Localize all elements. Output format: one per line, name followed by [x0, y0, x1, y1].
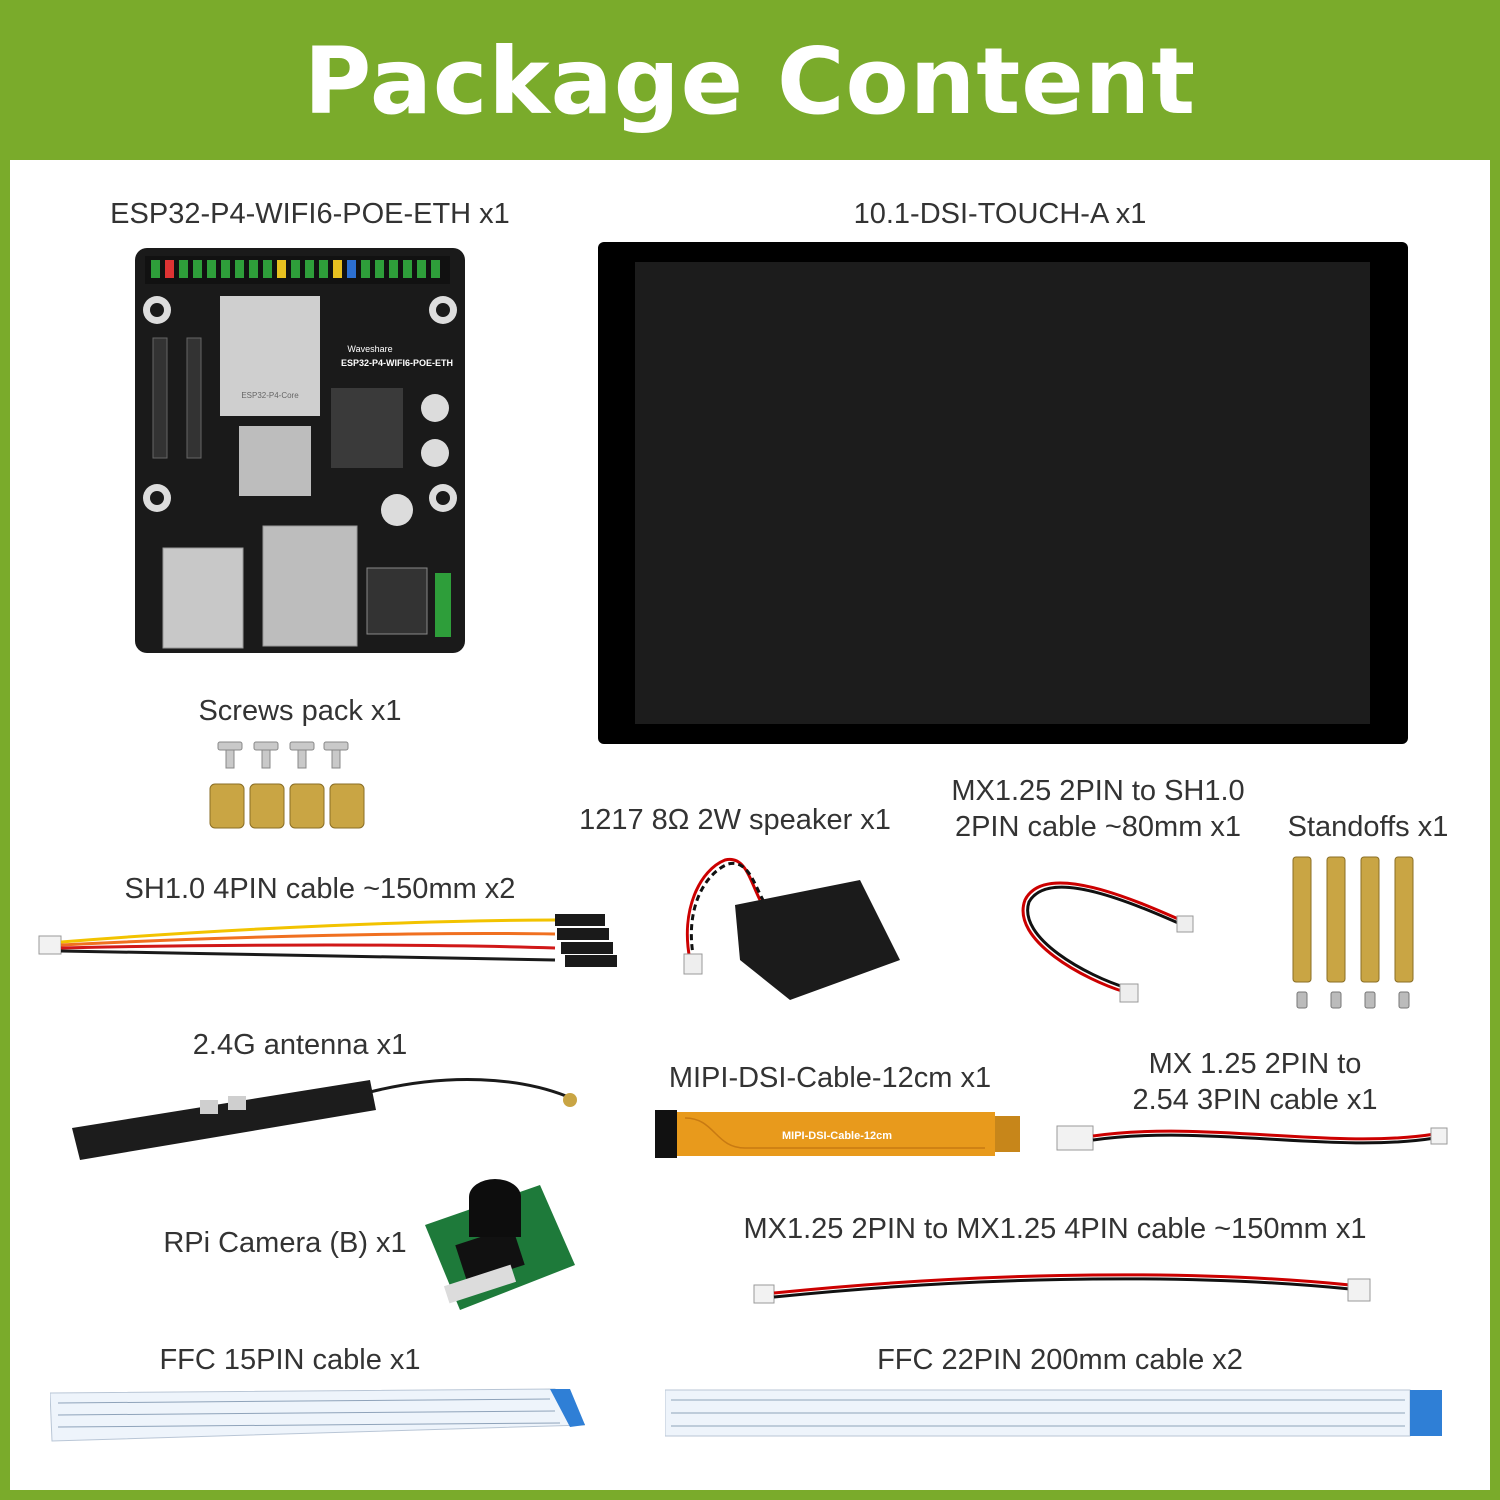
mx-254-cable-image — [1055, 1120, 1450, 1156]
speaker-label: 1217 8Ω 2W speaker x1 — [579, 804, 891, 836]
mx-254-cable-label-line1: MX 1.25 2PIN to — [1148, 1048, 1362, 1080]
mx-sh-cable-image — [1015, 860, 1205, 1010]
mx-sh-cable-label-line1: MX1.25 2PIN to SH1.0 — [951, 775, 1245, 807]
mipi-dsi-cable-image: MIPI-DSI-Cable-12cm — [655, 1108, 1020, 1160]
sh-cable-label: SH1.0 4PIN cable ~150mm x2 — [124, 873, 516, 905]
camera-image — [415, 1175, 580, 1315]
mx-254-cable-label-line2: 2.54 3PIN cable x1 — [1132, 1084, 1378, 1116]
board-model-text: ESP32-P4-WIFI6-POE-ETH — [341, 358, 453, 368]
esp32-board-image: Waveshare ESP32-P4-WIFI6-POE-ETH ESP32-P… — [135, 248, 465, 653]
mx-4pin-cable-label: MX1.25 2PIN to MX1.25 4PIN cable ~150mm … — [743, 1213, 1367, 1245]
board-brand-text: Waveshare — [347, 344, 392, 354]
mipi-cable-label: MIPI-DSI-Cable-12cm x1 — [668, 1062, 992, 1094]
page-title: Package Content — [303, 28, 1197, 135]
standoffs-image — [1285, 855, 1425, 1015]
display-image — [598, 242, 1408, 744]
ffc22-cable-image — [665, 1388, 1445, 1438]
antenna-label: 2.4G antenna x1 — [192, 1029, 408, 1061]
ffc22-label: FFC 22PIN 200mm cable x2 — [877, 1344, 1243, 1376]
mipi-cable-print: MIPI-DSI-Cable-12cm — [782, 1130, 892, 1142]
sh-4pin-cable-image — [35, 908, 620, 968]
display-label: 10.1-DSI-TOUCH-A x1 — [853, 198, 1147, 230]
camera-label: RPi Camera (B) x1 — [163, 1227, 407, 1259]
mx-sh-cable-label-line2: 2PIN cable ~80mm x1 — [954, 811, 1242, 843]
speaker-image — [670, 850, 910, 1010]
standoffs-label: Standoffs x1 — [1287, 811, 1449, 843]
board-label: ESP32-P4-WIFI6-POE-ETH x1 — [110, 198, 510, 230]
board-module-text: ESP32-P4-Core — [241, 391, 299, 400]
content-panel: ESP32-P4-WIFI6-POE-ETH x1 10.1-DSI-TOUCH… — [10, 160, 1490, 1490]
antenna-image — [70, 1070, 590, 1162]
mx-4pin-cable-image — [750, 1265, 1375, 1313]
screws-label: Screws pack x1 — [198, 695, 402, 727]
ffc15-cable-image — [50, 1385, 585, 1445]
ffc15-label: FFC 15PIN cable x1 — [159, 1344, 421, 1376]
screws-pack-image — [200, 738, 380, 833]
